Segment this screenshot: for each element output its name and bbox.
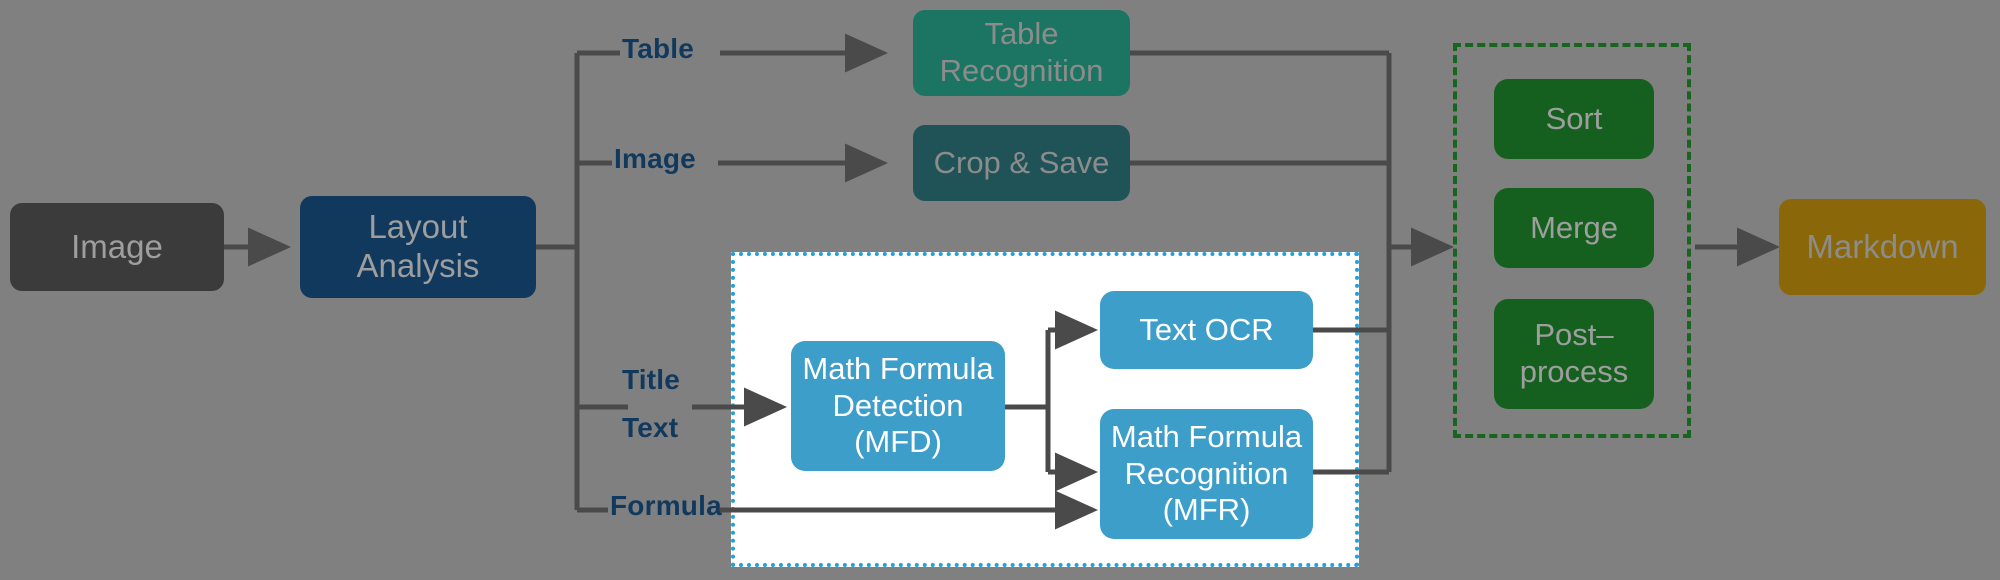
edge-label-text: Text (622, 412, 679, 443)
edge-label-table: Table (622, 33, 695, 64)
node-layout-analysis[interactable]: Layout Analysis (300, 196, 536, 298)
node-post-process[interactable]: Post– process (1494, 299, 1654, 409)
node-text-ocr[interactable]: Text OCR (1100, 291, 1313, 369)
node-math-formula-detection[interactable]: Math Formula Detection (MFD) (791, 341, 1005, 471)
edge-label-title: Title (622, 364, 681, 395)
node-table-recognition[interactable]: Table Recognition (913, 10, 1130, 96)
node-merge[interactable]: Merge (1494, 188, 1654, 268)
node-image[interactable]: Image (10, 203, 224, 291)
node-sort[interactable]: Sort (1494, 79, 1654, 159)
edge-label-image: Image (614, 143, 696, 174)
post-stage-cluster (1453, 43, 1691, 438)
node-crop-save[interactable]: Crop & Save (913, 125, 1130, 201)
edge-label-formula: Formula (610, 490, 722, 521)
node-math-formula-recognition[interactable]: Math Formula Recognition (MFR) (1100, 409, 1313, 539)
node-markdown[interactable]: Markdown (1779, 199, 1986, 295)
